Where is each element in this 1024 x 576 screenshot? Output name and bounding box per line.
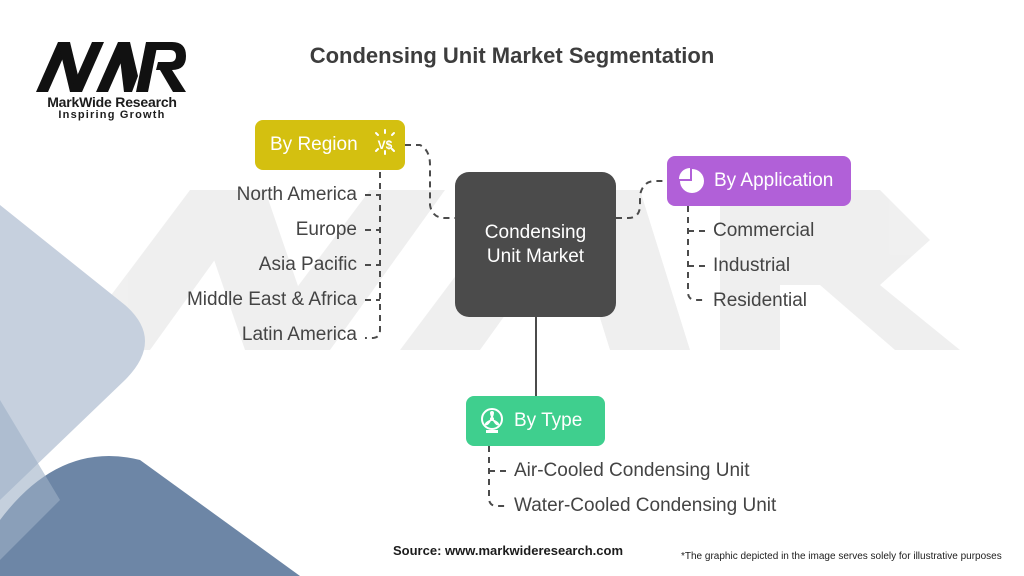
- svg-text:V$: V$: [377, 138, 392, 152]
- region-item: Europe: [295, 219, 357, 240]
- application-item: Commercial: [713, 220, 815, 241]
- brand-name: MarkWide Research: [47, 94, 177, 110]
- application-item: Residential: [713, 290, 807, 311]
- disclaimer-note: *The graphic depicted in the image serve…: [681, 551, 1002, 562]
- left-bg-shape-dark: [0, 456, 300, 576]
- vs-icon: V$: [372, 129, 398, 161]
- brand-tagline: Inspiring Growth: [58, 109, 166, 121]
- left-bg-shape-mid: [0, 400, 60, 560]
- connectors: [365, 144, 705, 507]
- region-item: Asia Pacific: [258, 254, 357, 275]
- region-segment-pill: By Region V$: [255, 120, 405, 170]
- brand-logo: [36, 40, 188, 99]
- type-item: Water-Cooled Condensing Unit: [514, 495, 777, 516]
- center-node: Condensing Unit Market: [455, 172, 616, 317]
- region-item: North America: [236, 184, 357, 205]
- type-segment-pill: By Type: [466, 396, 605, 446]
- type-segment-label: By Type: [514, 410, 583, 431]
- application-item: Industrial: [713, 255, 791, 276]
- page-title: Condensing Unit Market Segmentation: [0, 43, 1024, 69]
- fan-icon: [480, 408, 504, 434]
- pie-chart-icon: [678, 167, 706, 195]
- page-title-text: Condensing Unit Market Segmentation: [309, 43, 715, 68]
- application-segment-label: By Application: [714, 170, 834, 191]
- mwr-logo-icon: [36, 42, 186, 92]
- application-segment-pill: By Application: [667, 156, 851, 206]
- center-node-line2: Unit Market: [486, 245, 585, 267]
- center-node-line1: Condensing: [484, 221, 587, 243]
- region-item: Middle East & Africa: [186, 289, 357, 310]
- region-item: Latin America: [241, 324, 357, 345]
- left-bg-shape-light: [0, 205, 145, 500]
- region-segment-label: By Region: [270, 134, 358, 155]
- source-citation: Source: www.markwideresearch.com: [393, 543, 624, 558]
- type-item: Air-Cooled Condensing Unit: [514, 460, 750, 481]
